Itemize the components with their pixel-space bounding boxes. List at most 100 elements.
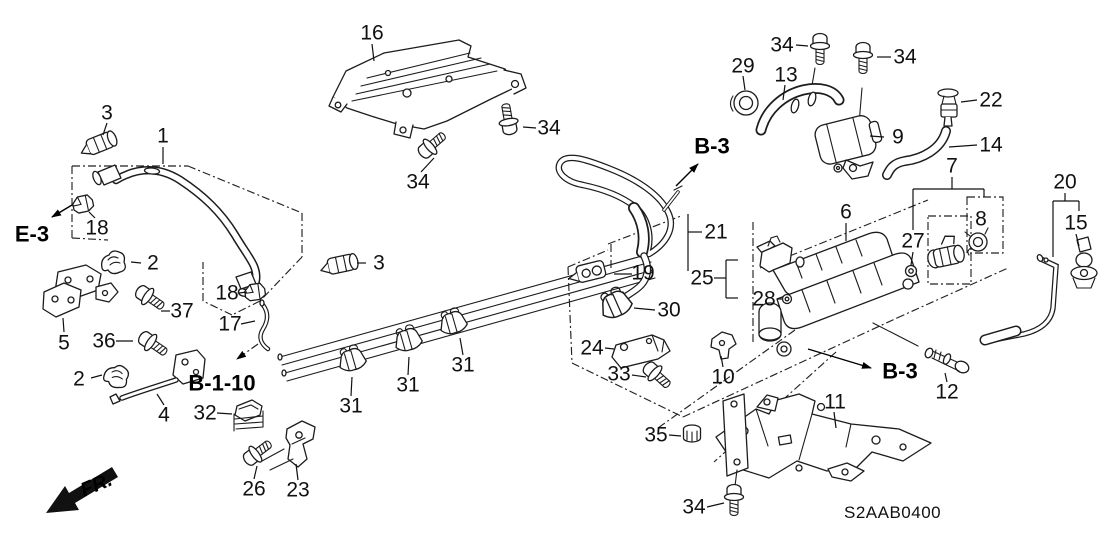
callout-leader-27-14: [910, 251, 914, 266]
callout-label-34-5: 34: [770, 34, 794, 57]
part-washer-27: [904, 264, 918, 278]
part-damper-32: [233, 399, 264, 432]
part-bracket-5: [42, 264, 119, 318]
callout-label-28-21: 28: [752, 288, 775, 311]
callout-label-20-16: 20: [1053, 171, 1076, 194]
part-clip-10: [710, 331, 737, 360]
ref-label-E-3-0: E-3: [15, 222, 49, 247]
callout-leader-34-29: [706, 502, 725, 508]
part-valve-7: [927, 235, 965, 269]
callout-label-3-32: 3: [373, 252, 385, 275]
callout-label-21-18: 21: [704, 221, 727, 244]
ref-arrow-B-3: [675, 163, 699, 187]
front-direction-arrow: FR.: [46, 467, 118, 513]
callout-leader-2-31: [130, 261, 142, 264]
callout-leader-31-41: [407, 356, 410, 376]
callout-label-11-27: 11: [824, 391, 846, 414]
callout-label-31-42: 31: [451, 354, 474, 377]
part-bolt-34a: [809, 32, 831, 66]
callout-label-35-26: 35: [644, 424, 667, 447]
callout-leader-34-4: [420, 157, 435, 173]
callout-label-37-35: 37: [170, 300, 193, 323]
callout-leader-13-8: [782, 84, 786, 101]
callout-label-34-29: 34: [682, 496, 706, 519]
callout-label-26-44: 26: [242, 478, 265, 501]
callout-leader-14-11: [948, 144, 978, 148]
callout-leader-31-42: [459, 337, 464, 356]
callout-label-7-12: 7: [946, 155, 958, 178]
callout-label-32-43: 32: [193, 402, 216, 425]
ref-label-B-3-1: B-3: [694, 134, 729, 159]
callout-label-3-1: 3: [101, 102, 113, 125]
callout-label-15-17: 15: [1064, 212, 1087, 235]
part-bolt-34c: [413, 126, 451, 163]
callout-leader-33-24: [631, 374, 647, 378]
part-clamp-2b: [100, 360, 133, 392]
callout-label-9-10: 9: [892, 126, 904, 149]
callout-leader-24-23: [604, 347, 615, 350]
region-boundaries: [71, 165, 1009, 463]
callout-label-31-41: 31: [396, 374, 419, 397]
callout-label-2-38: 2: [73, 368, 85, 391]
part-washer-28: [781, 293, 793, 305]
callout-label-34-6: 34: [893, 46, 917, 69]
ref-label-B-1-10-2: B-1-10: [188, 371, 255, 396]
callout-label-16-0: 16: [360, 22, 383, 45]
callout-label-5-36: 5: [58, 332, 70, 355]
part-hose-14: [882, 126, 951, 180]
callout-label-19-19: 19: [631, 262, 654, 285]
callout-leader-34-3: [522, 126, 537, 129]
part-bracket-24: [611, 334, 671, 369]
part-bolt-34e: [723, 483, 745, 517]
callout-label-34-3: 34: [537, 117, 561, 140]
callout-leader-11-27: [833, 411, 837, 429]
callout-label-1-2: 1: [157, 125, 169, 148]
ref-label-B-3-3: B-3: [882, 359, 917, 384]
part-clamp-8: [964, 227, 989, 256]
part-sensor-3b: [318, 252, 360, 278]
part-valve-22: [937, 88, 959, 137]
callout-leader-10-25: [720, 355, 724, 368]
callout-label-17-34: 17: [218, 313, 241, 336]
callout-leader-31-40: [350, 376, 353, 397]
part-bolt-36: [134, 326, 172, 362]
callout-leader-18-30: [88, 211, 96, 219]
callout-leader-9-10: [869, 135, 885, 138]
callout-label-29-7: 29: [731, 55, 754, 78]
callout-leader-3-1: [102, 122, 108, 136]
callout-leader-32-43: [216, 412, 233, 415]
callout-label-12-28: 12: [935, 381, 958, 404]
part-valve-15: [1070, 236, 1098, 289]
part-clamp-19: [568, 260, 607, 283]
part-sensor-3a: [76, 128, 120, 160]
part-purge-hose: [755, 82, 845, 136]
ref-arrow-E-3: [51, 204, 73, 218]
callout-leader-22-9: [960, 99, 978, 103]
callout-leader-12-28: [944, 372, 948, 383]
callout-leader-17-34: [240, 320, 256, 325]
callout-label-25-20: 25: [690, 267, 713, 290]
callout-label-33-24: 33: [607, 363, 630, 386]
callout-label-22-9: 22: [979, 89, 1002, 112]
callout-label-36-37: 36: [92, 330, 115, 353]
callout-label-13-8: 13: [774, 64, 797, 87]
callout-label-31-40: 31: [339, 395, 362, 418]
part-bracket-23: [261, 420, 316, 471]
callout-leader-30-22: [633, 307, 656, 311]
part-bolt-33: [638, 357, 676, 394]
diagram-code: S2AAB0400: [844, 503, 941, 522]
callout-leader-29-7: [742, 75, 746, 91]
part-bolt-26: [239, 434, 277, 470]
part-bolt-37: [131, 280, 169, 316]
part-clamp-2a: [100, 250, 126, 275]
callout-label-34-4: 34: [406, 171, 430, 194]
callout-label-6-15: 6: [840, 201, 852, 224]
ref-arrow-B-3: [807, 348, 872, 369]
part-heat-shield: [328, 39, 863, 139]
part-pipe-20: [979, 254, 1059, 346]
callout-label-24-23: 24: [580, 337, 604, 360]
callout-label-4-39: 4: [158, 404, 170, 427]
part-bolt-34d: [495, 101, 521, 137]
